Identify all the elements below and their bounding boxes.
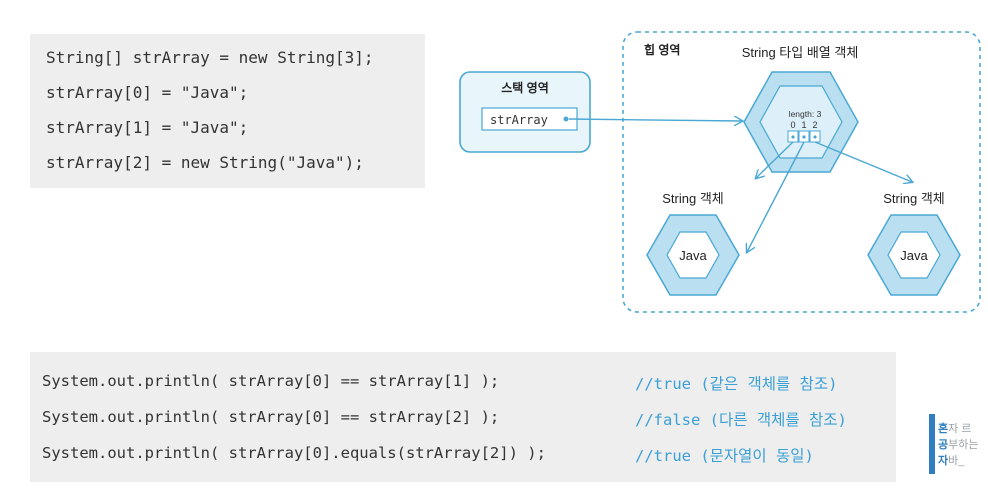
left-string-hexagon-inner <box>666 231 720 279</box>
code-line: String[] strArray = new String[3]; <box>46 48 374 67</box>
logo-bar <box>929 414 935 474</box>
book-logo: 혼자 르 공부하는 자바_ <box>922 414 988 474</box>
array-length-label: length: 3 <box>789 109 822 119</box>
code-line: System.out.println( strArray[0] == strAr… <box>42 372 500 390</box>
code-comment: //true (같은 객체를 참조) <box>635 375 838 393</box>
arrow-index1-to-left <box>747 141 805 252</box>
array-hexagon-inner <box>759 85 843 159</box>
code-line: strArray[1] = "Java"; <box>46 118 249 137</box>
code-line: System.out.println( strArray[0] == strAr… <box>42 408 500 426</box>
code-block-declaration: String[] strArray = new String[3]; strAr… <box>30 34 425 188</box>
array-index-1: 1 <box>801 120 806 130</box>
logo-line: 공부하는 <box>938 439 979 451</box>
stack-variable-label: strArray <box>490 113 548 127</box>
code-line: strArray[2] = new String("Java"); <box>46 153 364 172</box>
stack-area-title: 스택 영역 <box>501 80 549 95</box>
left-object-value: Java <box>679 248 707 263</box>
logo-line: 혼자 르 <box>938 423 972 435</box>
right-object-value: Java <box>900 248 928 263</box>
arrow-index0-to-left <box>756 141 794 178</box>
array-index-2: 2 <box>812 120 817 130</box>
right-object-title: String 객체 <box>883 191 945 206</box>
logo-line: 자바_ <box>938 455 965 467</box>
code-comment: //true (문자열이 동일) <box>635 447 814 465</box>
array-object-title: String 타입 배열 객체 <box>742 45 859 60</box>
right-string-hexagon-inner <box>887 231 941 279</box>
array-index-0: 0 <box>790 120 795 130</box>
arrow-index2-to-right <box>814 141 912 182</box>
code-comment: //false (다른 객체를 참조) <box>635 411 847 429</box>
reference-dot <box>563 116 569 122</box>
heap-area-title: 힙 영역 <box>644 42 680 57</box>
code-line: strArray[0] = "Java"; <box>46 83 249 102</box>
code-line: System.out.println( strArray[0].equals(s… <box>42 444 546 462</box>
arrow-stack-to-array <box>568 119 742 121</box>
left-object-title: String 객체 <box>662 191 724 206</box>
code-block-comparison: System.out.println( strArray[0] == strAr… <box>30 352 896 482</box>
